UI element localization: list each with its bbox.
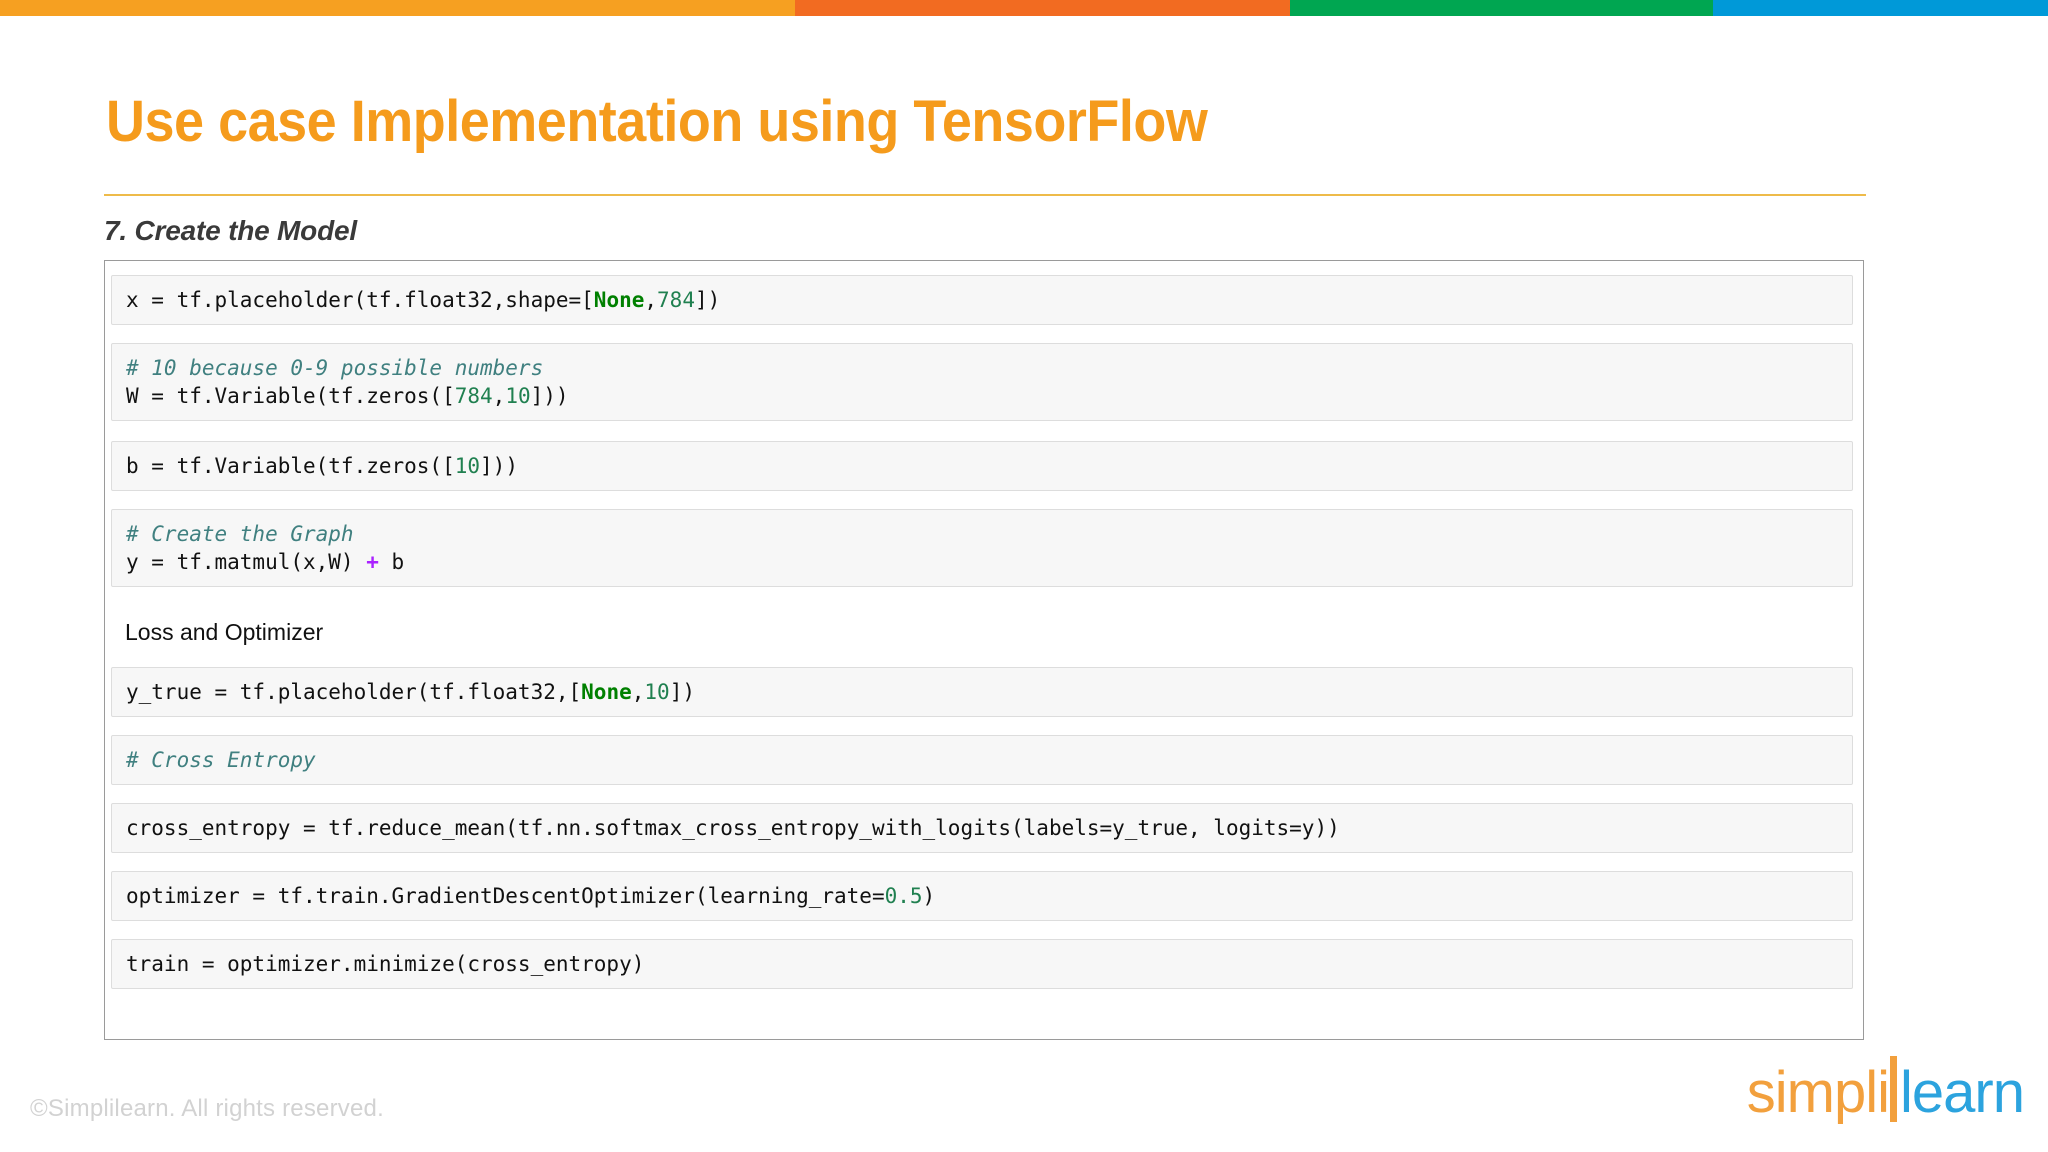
code-line: y_true = tf.placeholder(tf.float32,[None…	[126, 678, 1840, 706]
logo-word-simpli: simpli	[1746, 1060, 1890, 1125]
token-plain: ])	[669, 680, 695, 704]
notebook-cell-list: x = tf.placeholder(tf.float32,shape=[Non…	[105, 261, 1863, 1039]
token-plain: ])	[694, 288, 721, 312]
orange-segment	[0, 0, 795, 16]
token-kw: None	[593, 288, 645, 312]
code-line: # 10 because 0-9 possible numbers	[126, 354, 1840, 382]
code-line: optimizer = tf.train.GradientDescentOpti…	[126, 882, 1840, 910]
token-plain: train = optimizer.minimize(cross_entropy…	[126, 952, 645, 976]
token-kw: None	[581, 680, 632, 704]
code-line: cross_entropy = tf.reduce_mean(tf.nn.sof…	[126, 814, 1840, 842]
token-comment: # Create the Graph	[126, 522, 354, 546]
token-plain: optimizer = tf.train.GradientDescentOpti…	[126, 884, 885, 908]
token-plain: y_true = tf.placeholder(tf.float32,[	[126, 680, 582, 704]
code-line: Loss and Optimizer	[125, 617, 1841, 647]
simplilearn-logo: simpli learn	[1746, 1046, 2025, 1125]
page-title: Use case Implementation using TensorFlow	[106, 89, 1208, 154]
token-plain: )	[922, 884, 936, 908]
token-plain: b	[378, 550, 405, 574]
token-plain: ,	[492, 384, 506, 408]
cell-cross-entropy-comment[interactable]: # Cross Entropy	[111, 735, 1853, 785]
token-plain: y = tf.matmul(x,W)	[126, 550, 367, 574]
notebook-container: x = tf.placeholder(tf.float32,shape=[Non…	[104, 260, 1864, 1040]
code-line: # Cross Entropy	[126, 746, 1840, 774]
cell-optimizer[interactable]: optimizer = tf.train.GradientDescentOpti…	[111, 871, 1853, 921]
token-num: 0.5	[884, 884, 923, 908]
token-plain: cross_entropy = tf.reduce_mean(tf.nn.sof…	[126, 816, 1340, 840]
token-plain: ,	[631, 680, 645, 704]
cell-loss-and-optimizer-heading[interactable]: Loss and Optimizer	[111, 611, 1853, 653]
green-segment	[1290, 0, 1713, 16]
code-line: W = tf.Variable(tf.zeros([784,10]))	[126, 382, 1840, 410]
token-comment: # Cross Entropy	[126, 748, 316, 772]
token-plain: ]))	[530, 384, 569, 408]
token-plain: x = tf.placeholder(tf.float32,shape=[	[126, 288, 594, 312]
token-num: 784	[454, 384, 493, 408]
logo-divider-bar	[1890, 1056, 1898, 1122]
token-plain: Loss and Optimizer	[125, 619, 324, 645]
code-line: train = optimizer.minimize(cross_entropy…	[126, 950, 1840, 978]
title-divider	[104, 194, 1866, 196]
deep-orange-segment	[795, 0, 1290, 16]
section-heading: 7. Create the Model	[104, 215, 357, 246]
token-plain: b = tf.Variable(tf.zeros([	[126, 454, 455, 478]
cell-train-op[interactable]: train = optimizer.minimize(cross_entropy…	[111, 939, 1853, 989]
code-line: y = tf.matmul(x,W) + b	[126, 548, 1840, 576]
logo-word-learn: learn	[1900, 1060, 2025, 1125]
token-num: 10	[644, 680, 670, 704]
cell-y-true-placeholder[interactable]: y_true = tf.placeholder(tf.float32,[None…	[111, 667, 1853, 717]
token-plain: W = tf.Variable(tf.zeros([	[126, 384, 455, 408]
top-color-bar	[0, 0, 2048, 16]
token-op: +	[366, 550, 379, 574]
token-plain: ,	[644, 288, 658, 312]
blue-segment	[1713, 0, 2048, 16]
cell-placeholder-x[interactable]: x = tf.placeholder(tf.float32,shape=[Non…	[111, 275, 1853, 325]
copyright-text: ©Simplilearn. All rights reserved.	[30, 1095, 384, 1122]
token-plain: ]))	[480, 454, 518, 478]
cell-cross-entropy[interactable]: cross_entropy = tf.reduce_mean(tf.nn.sof…	[111, 803, 1853, 853]
token-num: 10	[505, 384, 531, 408]
token-comment: # 10 because 0-9 possible numbers	[126, 356, 544, 380]
token-num: 10	[454, 454, 481, 478]
code-line: # Create the Graph	[126, 520, 1840, 548]
token-num: 784	[657, 288, 695, 312]
code-line: x = tf.placeholder(tf.float32,shape=[Non…	[126, 286, 1840, 314]
cell-bias-variable[interactable]: b = tf.Variable(tf.zeros([10]))	[111, 441, 1853, 491]
code-line: b = tf.Variable(tf.zeros([10]))	[126, 452, 1840, 480]
